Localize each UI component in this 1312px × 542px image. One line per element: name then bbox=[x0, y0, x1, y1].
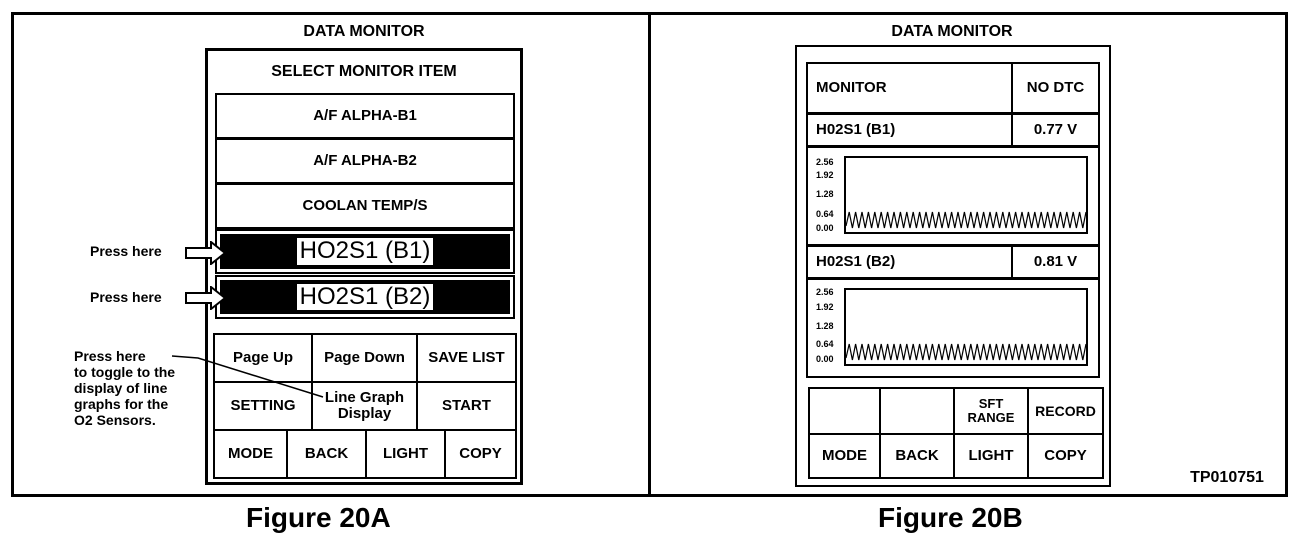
waveform-path bbox=[845, 211, 1087, 229]
monitor-item-label: COOLAN TEMP/S bbox=[302, 197, 428, 215]
monitor-item-af-alpha-b1[interactable]: A/F ALPHA-B1 bbox=[215, 93, 515, 139]
figure-20b-panel bbox=[648, 12, 1288, 497]
toggle-note-line: graphs for the bbox=[74, 396, 169, 413]
waveform-b2 bbox=[844, 288, 1088, 366]
toggle-note-line: display of line bbox=[74, 380, 168, 397]
copy-button[interactable]: COPY bbox=[444, 429, 517, 479]
y-tick: 1.92 bbox=[816, 302, 834, 312]
figure-20b-caption: Figure 20B bbox=[878, 502, 1023, 533]
y-tick: 1.28 bbox=[816, 189, 834, 199]
toggle-note-line: O2 Sensors. bbox=[74, 412, 156, 429]
toggle-note: Press here to toggle to the display of l… bbox=[74, 348, 204, 440]
figure-20a-caption: Figure 20A bbox=[246, 502, 391, 533]
sensor-b2-value: 0.81 V bbox=[1011, 245, 1100, 279]
monitor-item-ho2s1-b2-selected[interactable]: HO2S1 (B2) bbox=[215, 275, 515, 319]
selected-item-label: HO2S1 (B1) bbox=[296, 237, 434, 265]
mode-button[interactable]: MODE bbox=[808, 433, 881, 479]
line-graph-label-line2: Display bbox=[337, 405, 392, 422]
monitor-item-label: A/F ALPHA-B2 bbox=[313, 152, 417, 170]
waveform-path bbox=[845, 343, 1087, 361]
sensor-b2-name: H02S1 (B2) bbox=[806, 245, 1013, 279]
mode-button[interactable]: MODE bbox=[213, 429, 288, 479]
save-list-button[interactable]: SAVE LIST bbox=[416, 333, 517, 383]
toggle-note-line: Press here bbox=[74, 348, 146, 364]
y-tick: 0.00 bbox=[816, 354, 834, 364]
line-graph-label-line1: Line Graph bbox=[324, 389, 405, 407]
right-arrow-icon bbox=[185, 241, 227, 265]
select-monitor-item-heading: SELECT MONITOR ITEM bbox=[271, 62, 457, 80]
press-here-label-2: Press here bbox=[90, 289, 162, 305]
monitor-item-coolan-temp[interactable]: COOLAN TEMP/S bbox=[215, 183, 515, 229]
page-up-button[interactable]: Page Up bbox=[213, 333, 313, 383]
y-tick: 2.56 bbox=[816, 287, 834, 297]
sft-range-label-line1: SFT bbox=[978, 396, 1004, 412]
y-tick: 0.64 bbox=[816, 339, 834, 349]
sensor-b1-name: H02S1 (B1) bbox=[806, 113, 1013, 147]
graph-b1: 2.56 1.92 1.28 0.64 0.00 bbox=[806, 146, 1100, 246]
y-tick: 2.56 bbox=[816, 157, 834, 167]
figure-code: TP010751 bbox=[1190, 468, 1264, 486]
light-button[interactable]: LIGHT bbox=[365, 429, 446, 479]
back-button[interactable]: BACK bbox=[879, 433, 955, 479]
blank-button-1[interactable] bbox=[808, 387, 881, 435]
sft-range-label-line2: RANGE bbox=[967, 410, 1015, 425]
monitor-header: MONITOR bbox=[806, 62, 1013, 114]
y-tick: 0.00 bbox=[816, 223, 834, 233]
y-tick: 1.28 bbox=[816, 321, 834, 331]
dtc-status: NO DTC bbox=[1011, 62, 1100, 114]
y-tick: 0.64 bbox=[816, 209, 834, 219]
y-tick: 1.92 bbox=[816, 170, 834, 180]
selected-item-label: HO2S1 (B2) bbox=[296, 283, 434, 311]
monitor-item-label: A/F ALPHA-B1 bbox=[313, 107, 417, 125]
graph-b2: 2.56 1.92 1.28 0.64 0.00 bbox=[806, 278, 1100, 378]
sensor-b1-value: 0.77 V bbox=[1011, 113, 1100, 147]
figure-a-title: DATA MONITOR bbox=[303, 22, 425, 40]
sft-range-button[interactable]: SFT RANGE bbox=[953, 387, 1029, 435]
right-arrow-icon bbox=[185, 286, 227, 310]
waveform-b1 bbox=[844, 156, 1088, 234]
copy-button[interactable]: COPY bbox=[1027, 433, 1104, 479]
figure-b-title: DATA MONITOR bbox=[891, 22, 1013, 40]
blank-button-2[interactable] bbox=[879, 387, 955, 435]
press-here-label-1: Press here bbox=[90, 243, 162, 259]
monitor-item-ho2s1-b1-selected[interactable]: HO2S1 (B1) bbox=[215, 229, 515, 274]
light-button[interactable]: LIGHT bbox=[953, 433, 1029, 479]
line-graph-display-button[interactable]: Line Graph Display bbox=[311, 381, 418, 431]
record-button[interactable]: RECORD bbox=[1027, 387, 1104, 435]
toggle-note-line: to toggle to the bbox=[74, 364, 176, 381]
page-down-button[interactable]: Page Down bbox=[311, 333, 418, 383]
